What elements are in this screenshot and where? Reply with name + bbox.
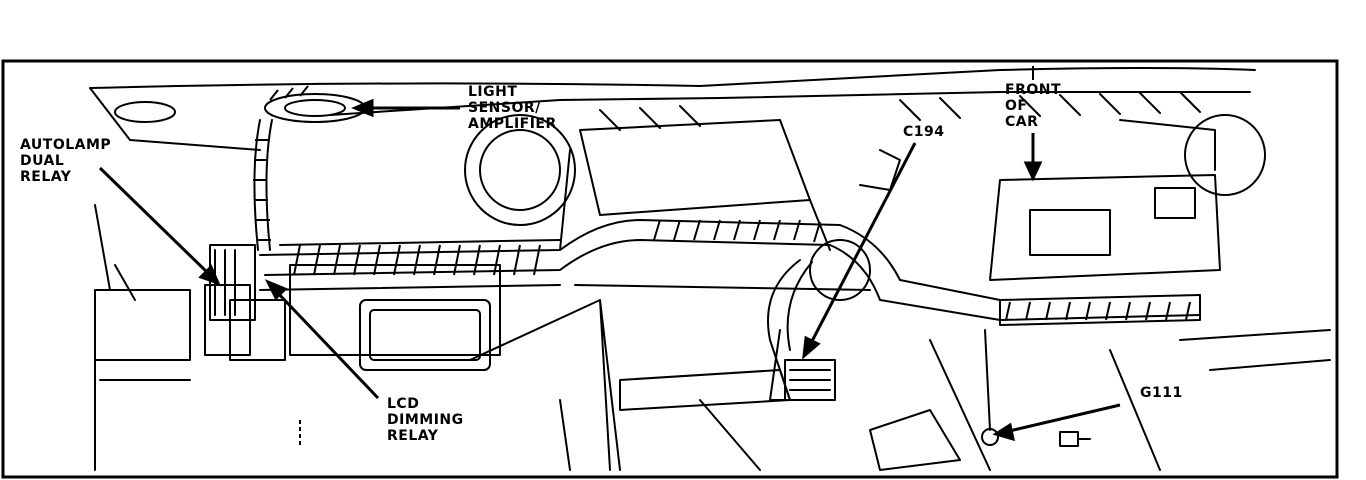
fuse-panel bbox=[94, 289, 191, 361]
glove-box bbox=[989, 174, 1221, 281]
c194-leader bbox=[808, 142, 917, 346]
defroster-grille bbox=[599, 91, 1201, 131]
dash-top-edge bbox=[89, 67, 1256, 89]
main-wire-harness bbox=[259, 219, 1201, 301]
c194-connector bbox=[784, 359, 836, 401]
lower-bracket-left bbox=[469, 299, 621, 471]
lcd-dimming-relay-label: LCD DIMMING RELAY bbox=[387, 396, 464, 444]
autolamp-dual-relay-label: AUTOLAMP DUAL RELAY bbox=[20, 137, 112, 185]
autolamp-relay-body bbox=[209, 244, 256, 321]
g111-leader bbox=[1004, 403, 1121, 434]
g111-label: G111 bbox=[1140, 385, 1183, 401]
center-console-outline bbox=[579, 119, 811, 216]
sensor-harness bbox=[253, 119, 273, 251]
c194-label: C194 bbox=[903, 124, 945, 140]
g111-ground-bolt bbox=[981, 428, 999, 446]
c194-harness-branch bbox=[767, 259, 813, 401]
dash-top-inner bbox=[89, 87, 1251, 151]
diagram-frame bbox=[1, 59, 1339, 479]
front-of-car-label: FRONT OF CAR bbox=[1005, 82, 1062, 130]
speaker-left bbox=[464, 114, 576, 226]
light-sensor-amplifier-label: LIGHT SENSOR/ AMPLIFIER bbox=[468, 84, 557, 132]
light-sensor-housing bbox=[264, 93, 366, 123]
lcd-relay-leader bbox=[273, 288, 380, 400]
autolamp-relay-leader bbox=[98, 166, 212, 277]
